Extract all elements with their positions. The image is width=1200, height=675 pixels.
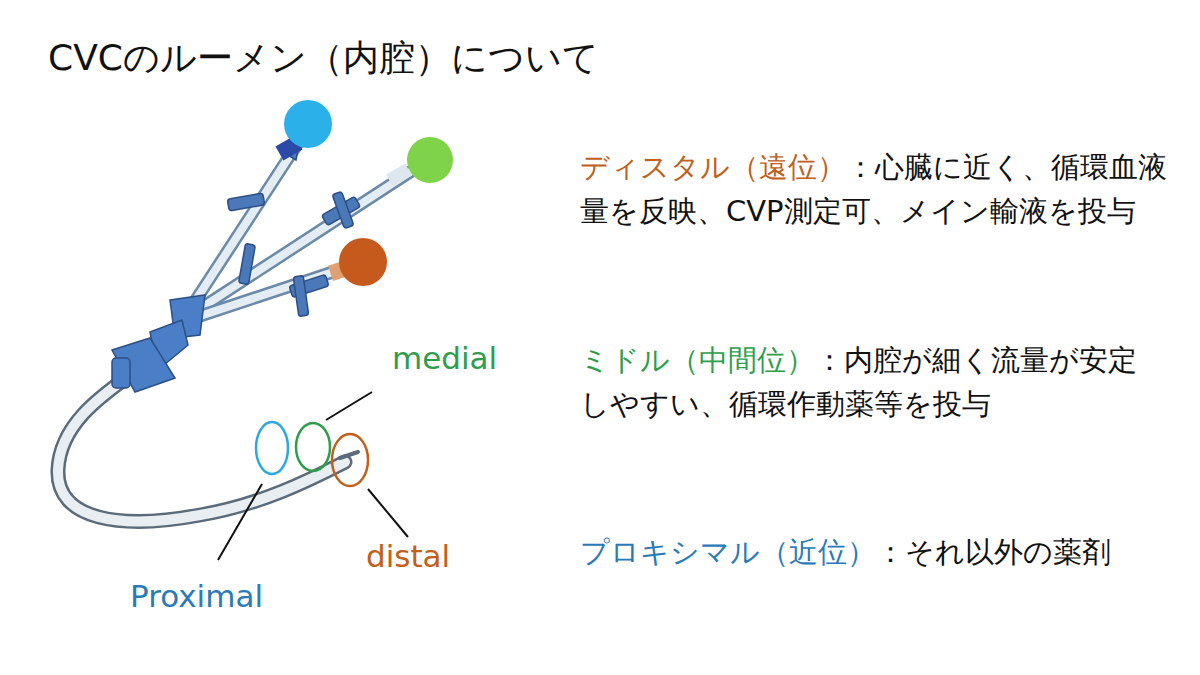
lumen-heading: ミドル（中間位） [580,343,815,377]
lumen-heading: プロキシマル（近位） [580,535,876,569]
lumen-description: ミドル（中間位）：内腔が細く流量が安定しやすい、循環作動薬等を投与 [580,338,1140,426]
lumen-note: ：それ以外の薬剤 [876,535,1111,569]
lumen-label: Proximal [130,578,263,614]
lumen-description: ディスタル（遠位）：心臓に近く、循環血液量を反映、CVP測定可、メイン輸液を投与 [580,145,1180,233]
lumen-description: プロキシマル（近位）：それ以外の薬剤 [580,530,1180,574]
diagram-title: CVCのルーメン（内腔）について [48,34,599,83]
lumen-label: medial [392,340,497,376]
lumen-heading: ディスタル（遠位） [580,150,846,184]
lumen-label: distal [366,538,450,574]
